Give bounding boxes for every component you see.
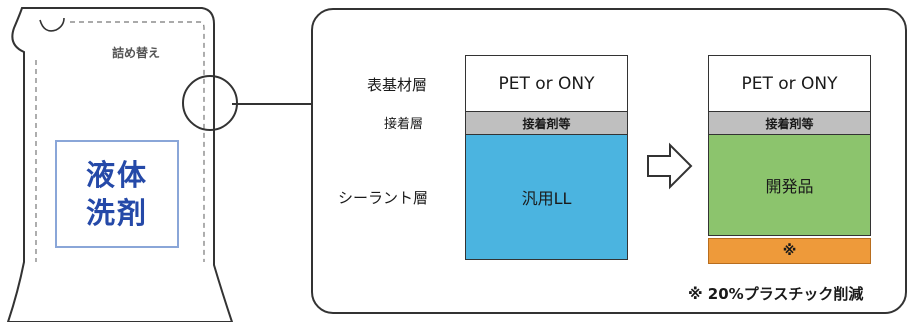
pouch-illustration <box>6 7 234 322</box>
developed-base-layer: PET or ONY <box>708 55 871 112</box>
pouch-label-line-2: 洗剤 <box>85 196 148 230</box>
developed-adhesive-layer: 接着剤等 <box>708 111 871 135</box>
label-sealant-layer: シーラント層 <box>338 189 429 207</box>
footnote: ※ 20%プラスチック削減 <box>688 285 864 303</box>
conventional-sealant-layer: 汎用LL <box>465 134 628 260</box>
reduced-layer: ※ <box>708 238 871 264</box>
pouch-label-line-1: 液体 <box>85 158 148 192</box>
developed-sealant-layer: 開発品 <box>708 134 871 236</box>
label-adhesive-layer: 接着層 <box>384 117 424 132</box>
label-base-layer: 表基材層 <box>367 76 428 94</box>
conventional-adhesive-layer: 接着剤等 <box>465 111 628 135</box>
connector-line <box>232 103 312 105</box>
conventional-base-layer: PET or ONY <box>465 55 628 112</box>
pouch-refill-text: 詰め替え <box>112 46 161 60</box>
right-arrow-icon <box>647 142 693 190</box>
pouch-label: 液体 洗剤 <box>55 140 179 248</box>
magnifier-circle <box>182 75 238 131</box>
